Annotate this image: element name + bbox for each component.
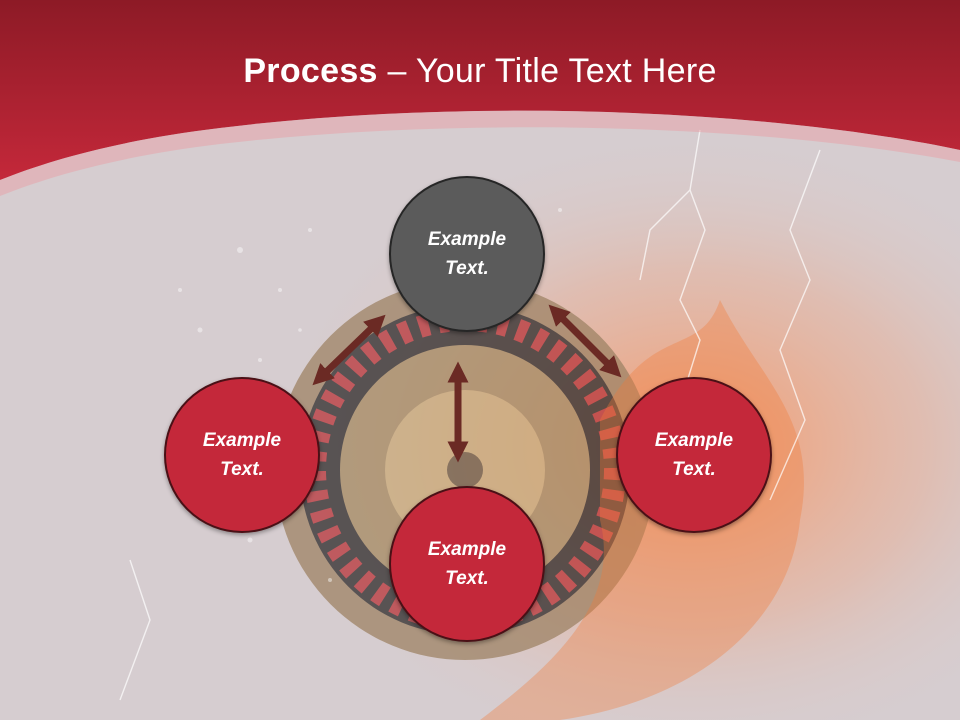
arrow-top-left — [312, 314, 386, 386]
node-bottom[interactable]: Example Text. — [389, 486, 545, 642]
title-bold: Process — [243, 52, 378, 90]
slide-title: Process – Your Title Text Here — [0, 52, 960, 91]
node-left[interactable]: Example Text. — [164, 377, 320, 533]
node-top[interactable]: Example Text. — [389, 176, 545, 332]
arrow-top-right — [548, 304, 622, 378]
node-right[interactable]: Example Text. — [616, 377, 772, 533]
title-rest: – Your Title Text Here — [377, 52, 717, 90]
